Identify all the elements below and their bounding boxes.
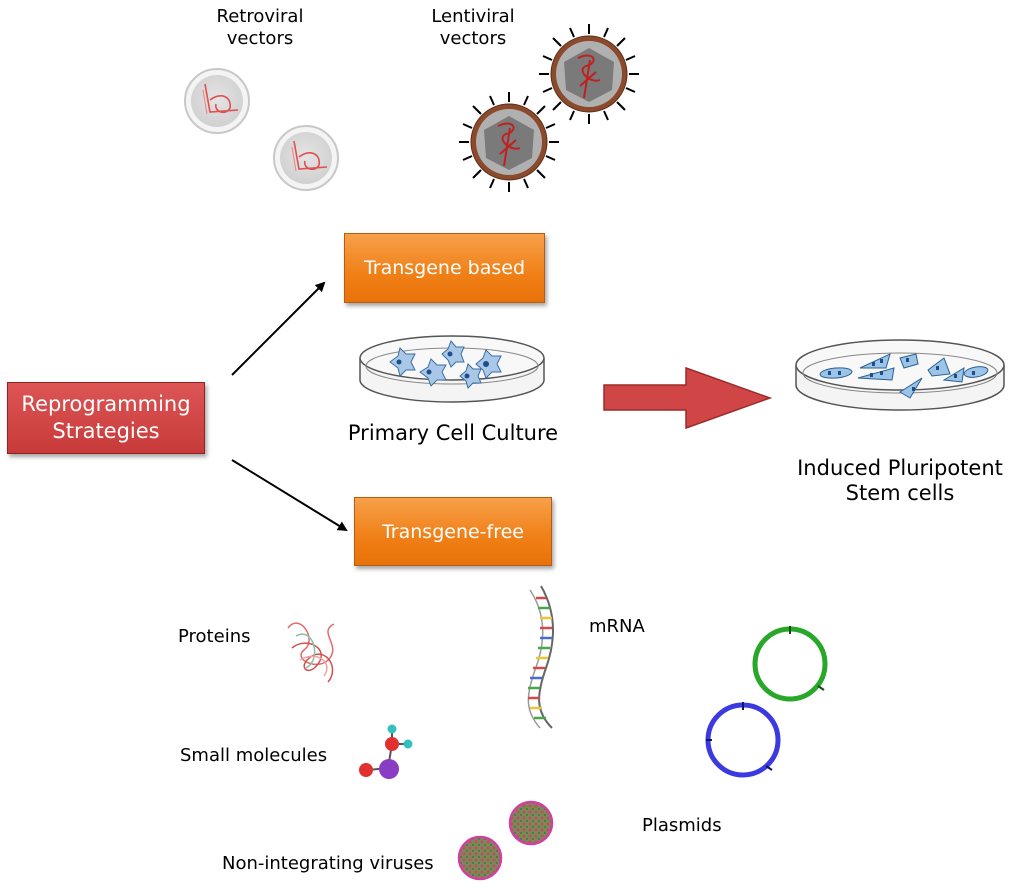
small-molecules-label: Small molecules bbox=[180, 745, 328, 766]
big-red-arrow bbox=[603, 366, 773, 430]
transgene-based-box: Transgene based bbox=[344, 233, 545, 303]
transgene-based-label: Transgene based bbox=[363, 257, 526, 279]
proteins-label: Proteins bbox=[178, 626, 251, 647]
plasmid-icon bbox=[752, 626, 828, 702]
non-integrating-viruses-label: Non-integrating viruses bbox=[222, 853, 434, 874]
primary-culture-label: Primary Cell Culture bbox=[347, 421, 559, 445]
plasmid-icon bbox=[705, 702, 781, 778]
lentiviral-label-line2: vectors bbox=[439, 27, 507, 49]
lentiviral-label-line1: Lentiviral bbox=[431, 6, 515, 27]
reprogramming-strategies-line2: Strategies bbox=[52, 419, 160, 443]
retroviral-label-line1: Retroviral bbox=[216, 6, 304, 27]
retroviral-label-line2: vectors bbox=[226, 27, 294, 49]
retroviral-vector-icon bbox=[273, 125, 339, 191]
transgene-free-label: Transgene-free bbox=[381, 520, 524, 543]
arrow-to-transgene-based bbox=[231, 281, 326, 376]
ipsc-label-line1: Induced Pluripotent bbox=[797, 456, 1003, 480]
mrna-icon bbox=[527, 585, 554, 729]
lentiviral-vector-icon bbox=[459, 92, 559, 192]
ipsc-dish-icon bbox=[795, 339, 1005, 411]
retroviral-label: Retroviral vectors bbox=[200, 6, 320, 49]
non-integrating-virus-icon bbox=[457, 835, 503, 881]
ipsc-label: Induced Pluripotent Stem cells bbox=[790, 456, 1010, 506]
lentiviral-label: Lentiviral vectors bbox=[413, 6, 533, 49]
mrna-label: mRNA bbox=[589, 616, 645, 637]
retroviral-vector-icon bbox=[184, 68, 250, 134]
reprogramming-strategies-line1: Reprogramming bbox=[21, 391, 191, 416]
transgene-free-box: Transgene-free bbox=[354, 497, 552, 566]
small-molecule-icon bbox=[359, 724, 413, 779]
proteins-icon bbox=[287, 622, 335, 683]
ipsc-label-line2: Stem cells bbox=[845, 481, 955, 506]
non-integrating-virus-icon bbox=[508, 800, 554, 846]
primary-culture-dish-icon bbox=[359, 335, 545, 403]
reprogramming-strategies-box: Reprogramming Strategies bbox=[7, 382, 205, 454]
arrow-to-transgene-free bbox=[231, 459, 348, 532]
lentiviral-vector-icon bbox=[539, 24, 639, 124]
plasmids-label: Plasmids bbox=[642, 815, 722, 836]
